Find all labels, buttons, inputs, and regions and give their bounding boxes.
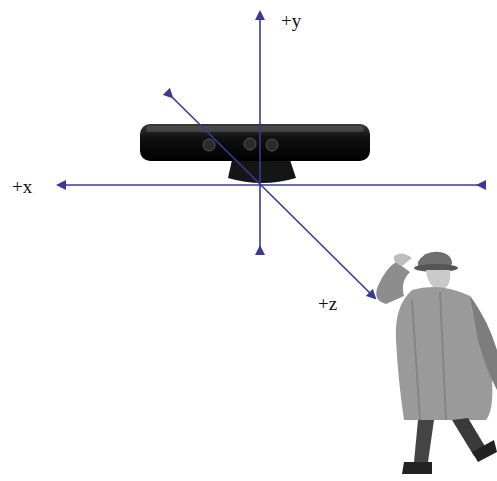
sensor-lens xyxy=(266,139,278,151)
axis-label: +y xyxy=(281,11,301,30)
axis-label: +z xyxy=(318,294,337,313)
leg xyxy=(414,420,434,462)
swinging-arm xyxy=(470,296,497,390)
walking-man xyxy=(376,252,497,474)
z-axis xyxy=(172,97,375,298)
sensor-highlight xyxy=(146,126,364,132)
axis-label: +x xyxy=(12,177,32,196)
sensor-bar xyxy=(140,124,370,161)
y-axis xyxy=(259,12,261,247)
coat-fold xyxy=(440,292,446,420)
coat-fold xyxy=(412,300,420,420)
axes xyxy=(58,12,478,298)
raised-arm xyxy=(376,262,410,304)
shoe xyxy=(472,440,497,462)
coat xyxy=(396,287,493,420)
sensor-lens xyxy=(203,139,215,151)
shoe xyxy=(402,462,432,474)
head xyxy=(426,270,450,290)
hand xyxy=(394,253,412,266)
x-axis xyxy=(58,184,478,186)
sensor-lens xyxy=(244,138,256,150)
kinect-sensor xyxy=(140,124,370,183)
